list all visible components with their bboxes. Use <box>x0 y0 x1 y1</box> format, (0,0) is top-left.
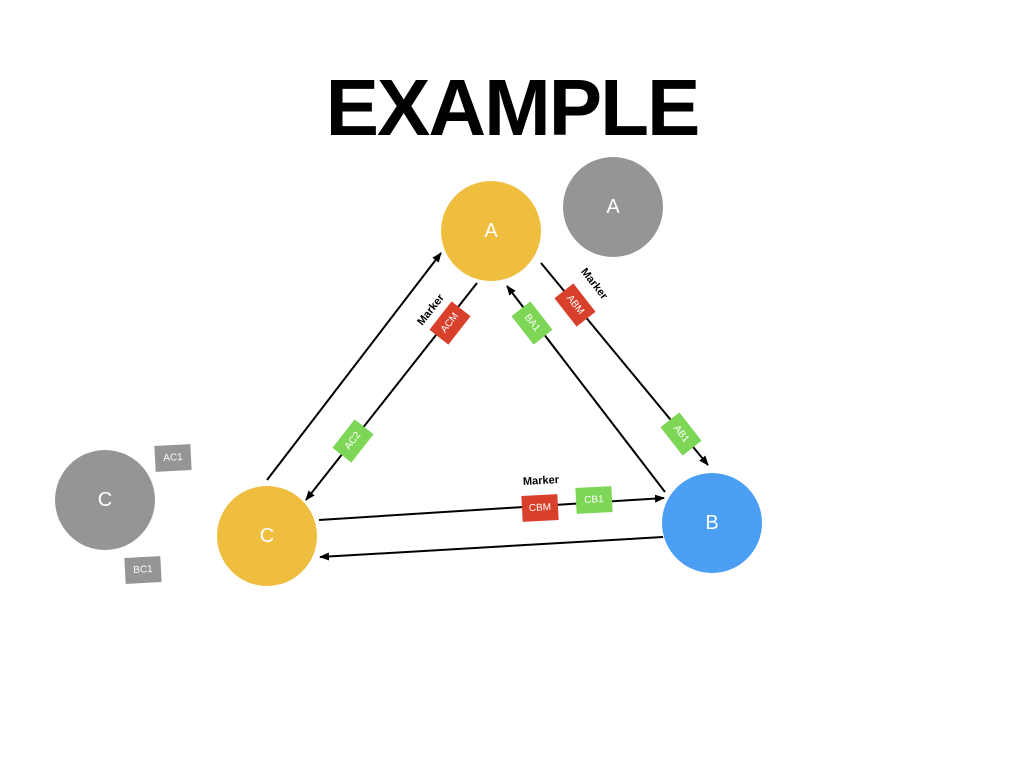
tag-ac1-label: AC1 <box>163 452 183 464</box>
node-b[interactable]: B <box>662 473 762 573</box>
node-b-label: B <box>705 512 718 534</box>
tag-cb1-label: CB1 <box>584 494 604 506</box>
tag-cb1[interactable]: CB1 <box>575 486 613 514</box>
node-c-label: C <box>260 525 274 547</box>
tag-ba1[interactable]: BA1 <box>511 301 553 345</box>
edge-b-to-c <box>319 536 664 561</box>
tag-bc1[interactable]: BC1 <box>124 556 162 584</box>
tag-bc1-label: BC1 <box>133 564 153 576</box>
edge-c-to-a <box>266 252 442 481</box>
node-a[interactable]: A <box>441 181 541 281</box>
marker-label-cb: Marker <box>523 474 560 488</box>
node-c-gray[interactable]: C <box>55 450 155 550</box>
node-a-gray-label: A <box>606 196 620 218</box>
page-title: EXAMPLE <box>325 63 701 152</box>
node-c-gray-label: C <box>98 489 112 511</box>
tag-ac1[interactable]: AC1 <box>154 444 192 472</box>
tag-ac2[interactable]: AC2 <box>332 419 374 463</box>
tag-cbm-label: CBM <box>529 502 552 514</box>
tag-abm[interactable]: ABM <box>554 283 596 327</box>
tag-acm[interactable]: ACM <box>429 301 471 345</box>
tag-cbm[interactable]: CBM <box>521 494 559 522</box>
tag-ab1[interactable]: AB1 <box>660 412 702 456</box>
node-a-label: A <box>484 220 498 242</box>
node-a-gray[interactable]: A <box>563 157 663 257</box>
node-c[interactable]: C <box>217 486 317 586</box>
